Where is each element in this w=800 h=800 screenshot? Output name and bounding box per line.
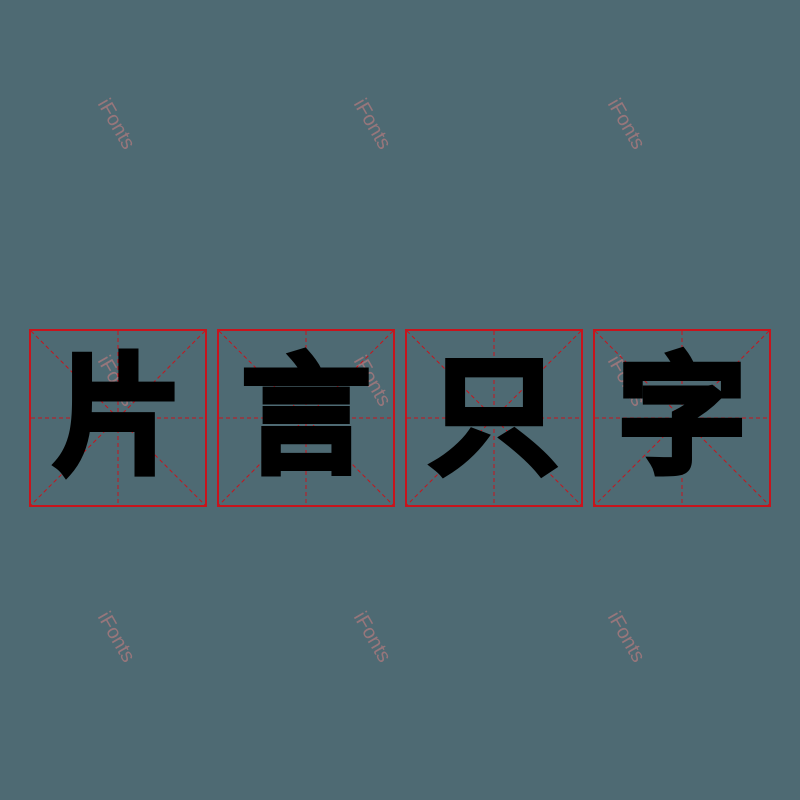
watermark-text: iFonts: [602, 95, 650, 154]
watermark-text: iFonts: [348, 608, 396, 667]
watermark-text: iFonts: [92, 608, 140, 667]
watermark-text: iFonts: [92, 95, 140, 154]
grid-guide-icon: [31, 331, 205, 505]
char-box-2: 言: [217, 329, 395, 507]
char-box-4: 字: [593, 329, 771, 507]
glyph-char: 字: [615, 343, 749, 492]
char-box-1: 片: [29, 329, 207, 507]
glyph-char: 只: [427, 343, 561, 492]
glyph-char: 片: [51, 343, 185, 492]
watermark-text: iFonts: [602, 608, 650, 667]
char-box-3: 只: [405, 329, 583, 507]
watermark-text: iFonts: [348, 95, 396, 154]
glyph-char: 言: [239, 343, 373, 492]
grid-guide-icon: [407, 331, 581, 505]
grid-guide-icon: [219, 331, 393, 505]
grid-guide-icon: [595, 331, 769, 505]
